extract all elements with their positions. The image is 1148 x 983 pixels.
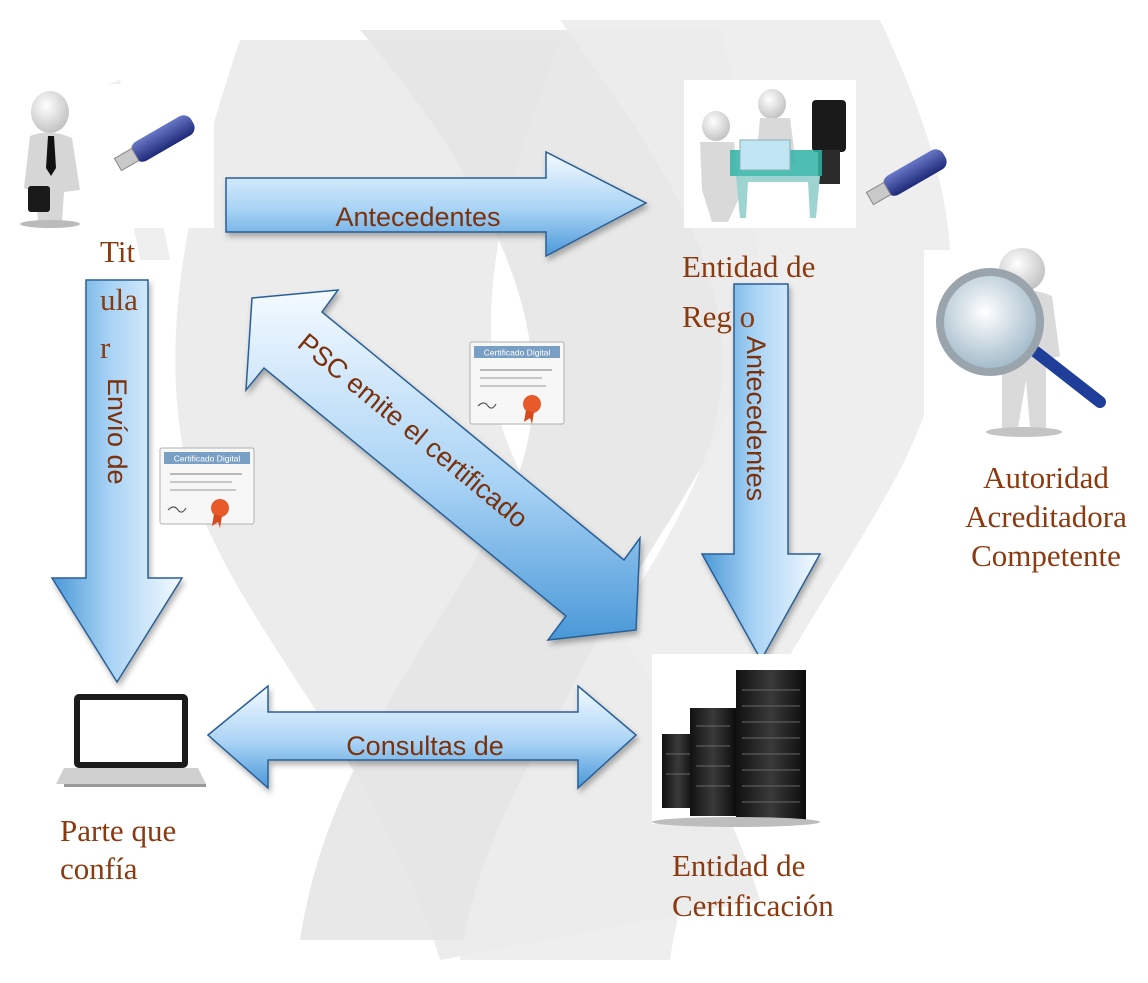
magnifier-icon <box>936 268 1106 408</box>
laptop-icon <box>56 694 206 787</box>
autoridad-icon <box>924 248 1140 446</box>
label-autoridad: Autoridad Acreditadora Competente <box>965 460 1127 573</box>
label-titular: Tit ula r <box>100 234 138 365</box>
certificate-title-middle: Certificado Digital <box>484 348 551 358</box>
certificate-title-left: Certificado Digital <box>174 454 241 464</box>
arrow-label-consultas: Consultas de <box>346 731 504 761</box>
titular-icon <box>8 84 214 228</box>
arrow-label-antecedentes-top: Antecedentes <box>335 202 500 232</box>
usb-token-icon <box>113 115 195 172</box>
arrow-label-antecedentes-right: Antecedentes <box>741 336 771 501</box>
certificate-icon-left: Certificado Digital <box>159 447 255 528</box>
arrow-consultas: Consultas de <box>206 684 638 790</box>
arrow-label-envio: Envío de <box>102 378 132 485</box>
usb-token-icon-registro <box>865 149 947 206</box>
label-parte-confia: Parte que confía <box>60 813 177 886</box>
registro-icon <box>684 80 947 228</box>
arrow-antecedentes-right: Antecedentes <box>700 283 822 662</box>
arrow-antecedentes-top: Antecedentes <box>225 150 648 258</box>
server-rack-icon <box>652 654 848 827</box>
label-entidad-certificacion: Entidad de Certificación <box>672 848 834 923</box>
arrow-envio: Envío de <box>50 279 184 684</box>
label-entidad-registro: Entidad de Reg o <box>682 249 816 334</box>
businessman-figure <box>20 91 80 228</box>
certificate-icon-middle: Certificado Digital <box>469 341 565 425</box>
office-desk-scene <box>700 89 846 222</box>
